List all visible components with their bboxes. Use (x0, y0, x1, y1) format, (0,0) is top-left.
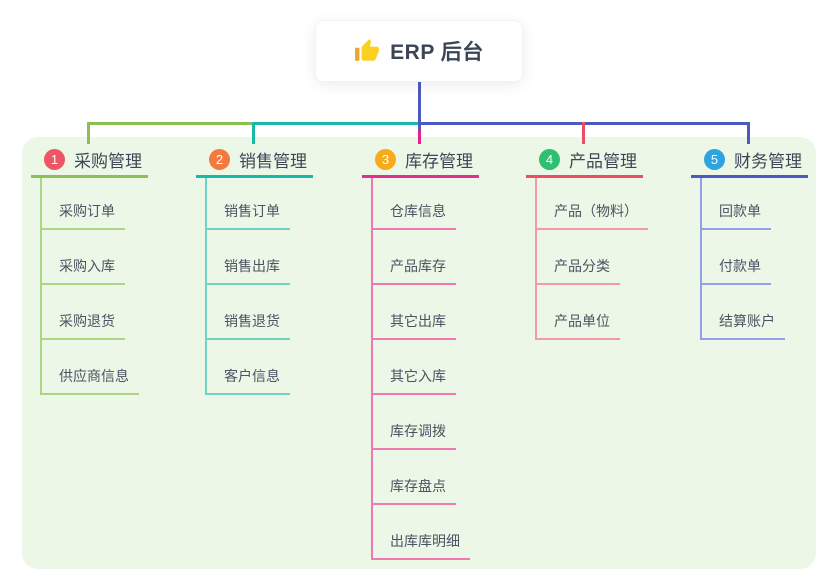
connector-drop-inventory (418, 122, 421, 144)
child-label[interactable]: 采购订单 (42, 201, 125, 230)
child-label[interactable]: 仓库信息 (373, 201, 456, 230)
branch-sales-node[interactable]: 2 销售管理 (196, 144, 313, 178)
branch-purchase: 1 采购管理 采购订单 采购入库 采购退货 供应商信息 (31, 144, 148, 395)
child-label[interactable]: 回款单 (702, 201, 771, 230)
child-node: 产品单位 (537, 285, 648, 340)
child-node: 供应商信息 (42, 340, 148, 395)
child-node: 销售订单 (207, 178, 313, 230)
branch-product-node[interactable]: 4 产品管理 (526, 144, 643, 178)
child-label[interactable]: 采购退货 (42, 311, 125, 340)
branch-label: 采购管理 (74, 152, 142, 171)
branch-sales: 2 销售管理 销售订单 销售出库 销售退货 客户信息 (196, 144, 313, 395)
child-node: 其它出库 (373, 285, 479, 340)
child-label[interactable]: 产品单位 (537, 311, 620, 340)
child-node: 付款单 (702, 230, 808, 285)
branch-label: 销售管理 (239, 152, 307, 171)
child-node: 回款单 (702, 178, 808, 230)
branch-finance-children: 回款单 付款单 结算账户 (700, 178, 808, 340)
connector-drop-product (582, 122, 585, 144)
connector-drop-sales (252, 122, 255, 144)
mindmap-background-panel (22, 137, 816, 569)
child-label[interactable]: 产品库存 (373, 256, 456, 285)
child-label[interactable]: 产品（物料） (537, 201, 648, 230)
child-node: 出库库明细 (373, 505, 479, 560)
branch-product-children: 产品（物料） 产品分类 产品单位 (535, 178, 648, 340)
branch-product: 4 产品管理 产品（物料） 产品分类 产品单位 (526, 144, 648, 340)
child-label[interactable]: 销售出库 (207, 256, 290, 285)
branch-inventory-children: 仓库信息 产品库存 其它出库 其它入库 库存调拨 库存盘点 出库库明细 (371, 178, 479, 560)
child-label[interactable]: 供应商信息 (42, 366, 139, 395)
child-label[interactable]: 库存盘点 (373, 476, 456, 505)
child-node: 产品库存 (373, 230, 479, 285)
child-node: 产品（物料） (537, 178, 648, 230)
child-node: 采购退货 (42, 285, 148, 340)
branch-inventory-node[interactable]: 3 库存管理 (362, 144, 479, 178)
branch-inventory: 3 库存管理 仓库信息 产品库存 其它出库 其它入库 库存调拨 库存盘点 出库库… (362, 144, 479, 560)
child-node: 客户信息 (207, 340, 313, 395)
child-label[interactable]: 结算账户 (702, 311, 785, 340)
child-label[interactable]: 库存调拨 (373, 421, 456, 450)
branch-purchase-node[interactable]: 1 采购管理 (31, 144, 148, 178)
child-label[interactable]: 销售退货 (207, 311, 290, 340)
branch-number-badge: 1 (44, 149, 65, 170)
child-label[interactable]: 其它出库 (373, 311, 456, 340)
branch-number-badge: 4 (539, 149, 560, 170)
branch-label: 产品管理 (569, 152, 637, 171)
child-node: 库存盘点 (373, 450, 479, 505)
connector-drop-purchase (87, 122, 90, 144)
root-node-label: ERP 后台 (390, 41, 484, 64)
child-node: 销售出库 (207, 230, 313, 285)
branch-sales-children: 销售订单 销售出库 销售退货 客户信息 (205, 178, 313, 395)
branch-finance-node[interactable]: 5 财务管理 (691, 144, 808, 178)
child-label[interactable]: 客户信息 (207, 366, 290, 395)
child-node: 结算账户 (702, 285, 808, 340)
child-node: 库存调拨 (373, 395, 479, 450)
child-node: 采购订单 (42, 178, 148, 230)
thumbs-up-icon (354, 38, 380, 64)
branch-purchase-children: 采购订单 采购入库 采购退货 供应商信息 (40, 178, 148, 395)
child-label[interactable]: 其它入库 (373, 366, 456, 395)
connector-bus-teal (252, 122, 420, 125)
branch-number-badge: 5 (704, 149, 725, 170)
child-label[interactable]: 付款单 (702, 256, 771, 285)
connector-bus-green (87, 122, 252, 125)
connector-root-stem (418, 82, 421, 130)
child-node: 其它入库 (373, 340, 479, 395)
root-node[interactable]: ERP 后台 (315, 20, 523, 82)
branch-number-badge: 3 (375, 149, 396, 170)
branch-number-badge: 2 (209, 149, 230, 170)
child-node: 销售退货 (207, 285, 313, 340)
child-label[interactable]: 产品分类 (537, 256, 620, 285)
branch-label: 财务管理 (734, 152, 802, 171)
branch-finance: 5 财务管理 回款单 付款单 结算账户 (691, 144, 808, 340)
branch-label: 库存管理 (405, 152, 473, 171)
child-node: 产品分类 (537, 230, 648, 285)
child-node: 仓库信息 (373, 178, 479, 230)
child-label[interactable]: 出库库明细 (373, 531, 470, 560)
child-node: 采购入库 (42, 230, 148, 285)
child-label[interactable]: 采购入库 (42, 256, 125, 285)
connector-drop-finance (747, 122, 750, 144)
child-label[interactable]: 销售订单 (207, 201, 290, 230)
